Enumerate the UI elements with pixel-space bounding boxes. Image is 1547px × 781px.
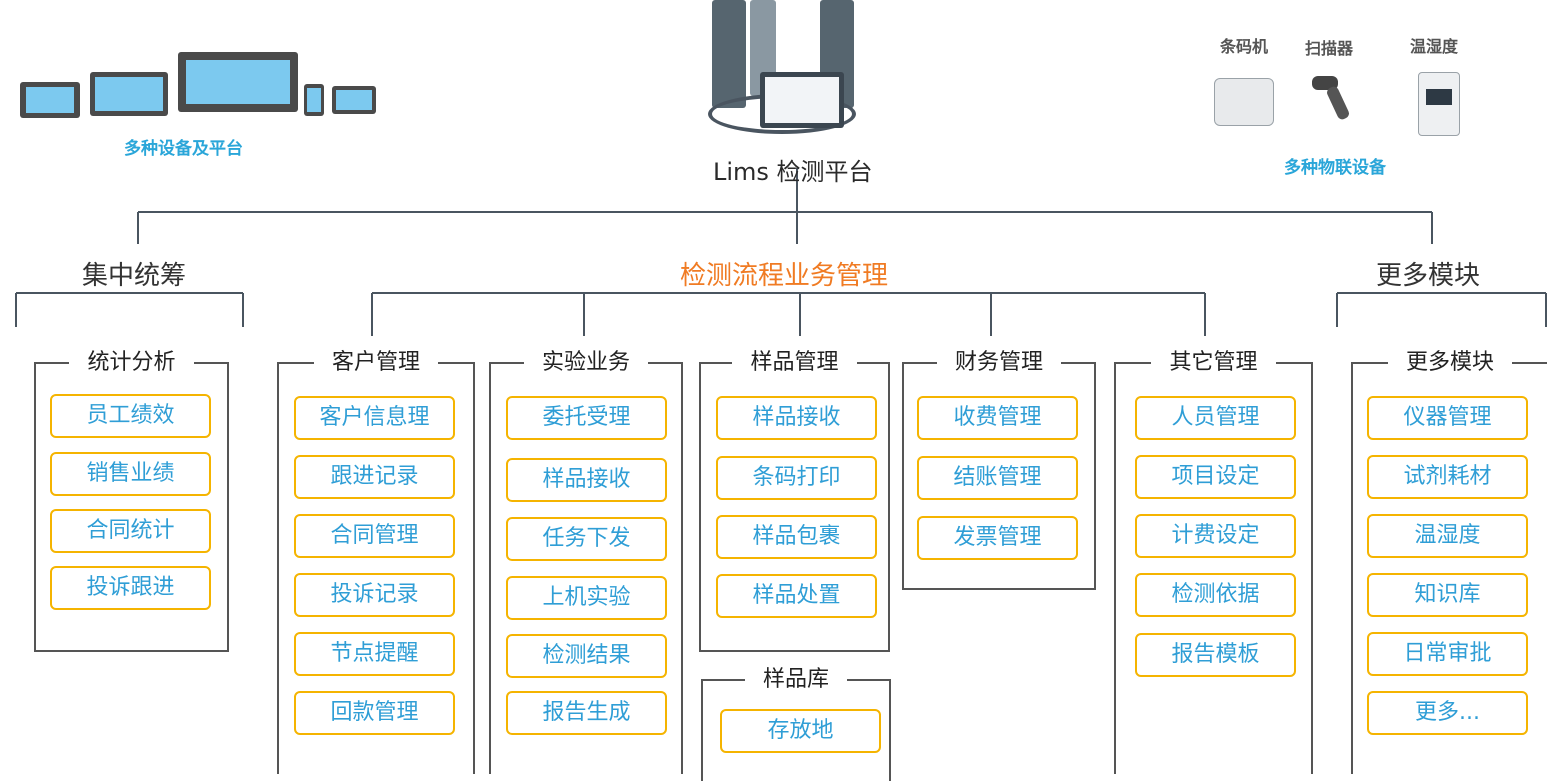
group-sample-storage: 样品库 存放地	[701, 667, 891, 781]
group-title: 财务管理	[936, 350, 1061, 375]
module-button[interactable]: 报告模板	[1135, 633, 1296, 677]
dashboard-monitor-icon	[760, 72, 844, 128]
module-button[interactable]: 计费设定	[1135, 514, 1296, 558]
devices-label: 多种设备及平台	[124, 139, 243, 159]
scanner-icon	[1312, 76, 1356, 122]
module-button[interactable]: 更多...	[1367, 691, 1528, 735]
module-button[interactable]: 检测依据	[1135, 573, 1296, 617]
monitor-icon	[178, 52, 298, 112]
module-button[interactable]: 人员管理	[1135, 396, 1296, 440]
barcode-printer-icon	[1214, 78, 1274, 126]
module-button[interactable]: 客户信息理	[294, 396, 455, 440]
group-finance: 财务管理 收费管理 结账管理 发票管理	[902, 350, 1096, 590]
iot-device-label: 条码机	[1220, 37, 1269, 56]
iot-device-label: 扫描器	[1305, 39, 1354, 58]
group-experiment: 实验业务 委托受理 样品接收 任务下发 上机实验 检测结果 报告生成	[489, 350, 683, 774]
tablet-icon	[20, 82, 80, 118]
module-button[interactable]: 收费管理	[917, 396, 1078, 440]
module-button[interactable]: 结账管理	[917, 456, 1078, 500]
section-title-right: 更多模块	[1376, 261, 1481, 291]
module-button[interactable]: 跟进记录	[294, 455, 455, 499]
module-button[interactable]: 投诉跟进	[50, 566, 211, 610]
section-title-left: 集中统筹	[82, 261, 187, 291]
module-button[interactable]: 投诉记录	[294, 573, 455, 617]
module-button[interactable]: 试剂耗材	[1367, 455, 1528, 499]
module-button[interactable]: 温湿度	[1367, 514, 1528, 558]
module-button[interactable]: 检测结果	[506, 634, 667, 678]
group-title: 其它管理	[1151, 350, 1276, 375]
module-button[interactable]: 合同管理	[294, 514, 455, 558]
server-illustration	[708, 0, 858, 140]
module-button[interactable]: 样品处置	[716, 574, 877, 618]
module-button[interactable]: 存放地	[720, 709, 881, 753]
module-button[interactable]: 样品包裹	[716, 515, 877, 559]
module-button[interactable]: 日常审批	[1367, 632, 1528, 676]
module-button[interactable]: 报告生成	[506, 691, 667, 735]
group-title: 实验业务	[523, 350, 648, 375]
thermo-hygrometer-icon	[1418, 72, 1460, 136]
devices-illustration	[20, 50, 380, 120]
laptop-icon	[90, 72, 168, 116]
iot-device-label: 温湿度	[1410, 37, 1459, 56]
module-button[interactable]: 回款管理	[294, 691, 455, 735]
group-title: 样品库	[744, 667, 847, 692]
server-rack-icon	[712, 0, 746, 108]
module-button[interactable]: 仪器管理	[1367, 396, 1528, 440]
group-title: 更多模块	[1387, 350, 1512, 375]
group-title: 客户管理	[313, 350, 438, 375]
group-title: 样品管理	[732, 350, 857, 375]
group-title: 统计分析	[69, 350, 194, 375]
group-customer: 客户管理 客户信息理 跟进记录 合同管理 投诉记录 节点提醒 回款管理	[277, 350, 475, 774]
module-button[interactable]: 条码打印	[716, 456, 877, 500]
module-button[interactable]: 销售业绩	[50, 452, 211, 496]
module-button[interactable]: 发票管理	[917, 516, 1078, 560]
module-button[interactable]: 样品接收	[716, 396, 877, 440]
iot-label: 多种物联设备	[1284, 158, 1386, 178]
module-button[interactable]: 节点提醒	[294, 632, 455, 676]
section-title-center: 检测流程业务管理	[680, 261, 889, 291]
module-button[interactable]: 任务下发	[506, 517, 667, 561]
module-button[interactable]: 委托受理	[506, 396, 667, 440]
module-button[interactable]: 上机实验	[506, 576, 667, 620]
group-statistics: 统计分析 员工绩效 销售业绩 合同统计 投诉跟进	[34, 350, 229, 652]
tablet-small-icon	[332, 86, 376, 114]
platform-title: Lims 检测平台	[713, 158, 873, 186]
module-button[interactable]: 项目设定	[1135, 455, 1296, 499]
group-sample: 样品管理 样品接收 条码打印 样品包裹 样品处置	[699, 350, 890, 652]
module-button[interactable]: 知识库	[1367, 573, 1528, 617]
phone-icon	[304, 84, 324, 116]
group-more-modules: 更多模块 仪器管理 试剂耗材 温湿度 知识库 日常审批 更多...	[1351, 350, 1547, 774]
module-button[interactable]: 合同统计	[50, 509, 211, 553]
module-button[interactable]: 样品接收	[506, 458, 667, 502]
module-button[interactable]: 员工绩效	[50, 394, 211, 438]
group-other: 其它管理 人员管理 项目设定 计费设定 检测依据 报告模板	[1114, 350, 1313, 774]
